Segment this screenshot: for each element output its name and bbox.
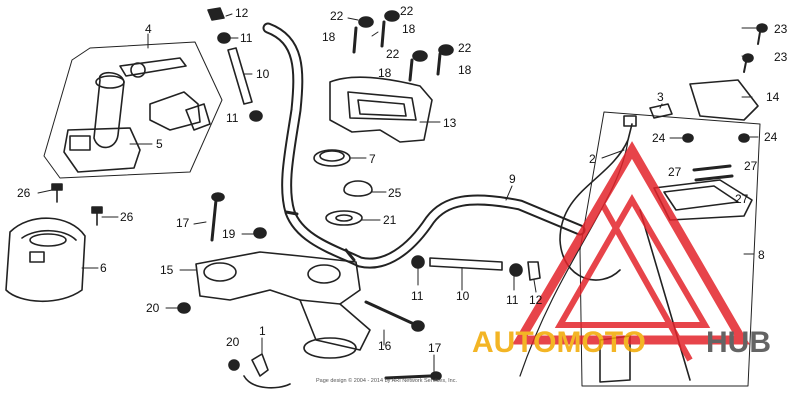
callout-label: 18: [402, 22, 416, 36]
leader-lines: [37, 13, 759, 375]
callout-label: 21: [383, 213, 397, 227]
springs-27: [692, 164, 734, 182]
plate-14: [689, 79, 759, 121]
bar-end-weight-right: [411, 255, 541, 281]
callout-label: 3: [657, 90, 664, 104]
fork-top-bridge: [195, 251, 371, 359]
callout-label: 20: [146, 301, 160, 315]
callout-label: 20: [226, 335, 240, 349]
callout-label: 15: [160, 263, 174, 277]
callout-label: 5: [156, 137, 163, 151]
callout-label: 27: [735, 192, 749, 206]
cap-25: [343, 180, 373, 197]
callout-label: 17: [428, 341, 442, 355]
watermark-word-hub: HUB: [706, 326, 771, 359]
bolt-17-left: [210, 192, 225, 242]
callout-label: 12: [235, 6, 249, 20]
callout-label: 18: [322, 30, 336, 44]
handlebar: [262, 22, 586, 269]
bolt-26-left: [51, 183, 63, 203]
callout-label: 11: [240, 31, 253, 45]
callout-label: 26: [17, 186, 31, 200]
callout-label: 13: [443, 116, 457, 130]
clip-3: [649, 103, 673, 119]
ignition-switch-assembly: [43, 41, 223, 179]
watermark-triangle-mid: [597, 198, 693, 362]
callout-label: 11: [411, 289, 424, 303]
nut-20-upper: [177, 302, 191, 314]
callout-label: 2: [589, 152, 596, 166]
callout-label: 27: [668, 165, 682, 179]
callout-label: 12: [529, 293, 543, 307]
callout-label: 10: [456, 289, 470, 303]
rubber-7-inner: [319, 150, 345, 162]
callout-label: 18: [458, 63, 472, 77]
holder-bolts-18: [352, 10, 454, 82]
watermark-triangle-outer: [512, 141, 750, 345]
callout-label: 24: [764, 130, 778, 144]
washer-21: [325, 210, 363, 226]
callout-label: 16: [378, 339, 392, 353]
steering-stem-bolt-16: [364, 300, 425, 332]
clip-1: [228, 353, 291, 389]
callout-label: 26: [120, 210, 134, 224]
callout-label: 22: [330, 9, 344, 23]
rubber-7: [313, 149, 351, 167]
watermark-word-auto: AUTOMOTO: [472, 326, 646, 359]
callout-label: 6: [100, 261, 107, 275]
callout-label: 9: [509, 172, 516, 186]
callout-label: 7: [369, 152, 376, 166]
callout-label: 8: [758, 248, 765, 262]
callout-label: 11: [506, 293, 519, 307]
switch-cover: [5, 217, 86, 303]
callout-label: 1: [259, 324, 266, 338]
screws-23: [742, 23, 768, 73]
callout-label: 11: [226, 111, 239, 125]
callout-label: 22: [458, 41, 472, 55]
callout-label: 17: [176, 216, 190, 230]
automotohub-watermark: AUTOMOTO HUB: [472, 141, 771, 362]
callout-label: 23: [774, 22, 788, 36]
handlebar-upper-holder: [329, 76, 433, 143]
bolt-26-right: [91, 206, 103, 226]
callout-label: 14: [766, 90, 780, 104]
bar-end-weight-left: [207, 7, 263, 122]
callout-label: 22: [386, 47, 400, 61]
callout-label: 18: [378, 66, 392, 80]
callout-label: 4: [145, 22, 152, 36]
callout-label: 27: [744, 159, 758, 173]
callout-label: 22: [400, 4, 414, 18]
callout-label: 25: [388, 186, 402, 200]
nut-19: [253, 227, 267, 239]
copyright-footer: Page design © 2004 - 2014 by ARI Network…: [316, 377, 457, 384]
screw-24-right: [738, 133, 750, 143]
callout-label: 10: [256, 67, 270, 81]
callout-label: 23: [774, 50, 788, 64]
watermark-triangle-inner: [554, 194, 711, 328]
callout-label: 19: [222, 227, 236, 241]
callout-label: 24: [652, 131, 666, 145]
